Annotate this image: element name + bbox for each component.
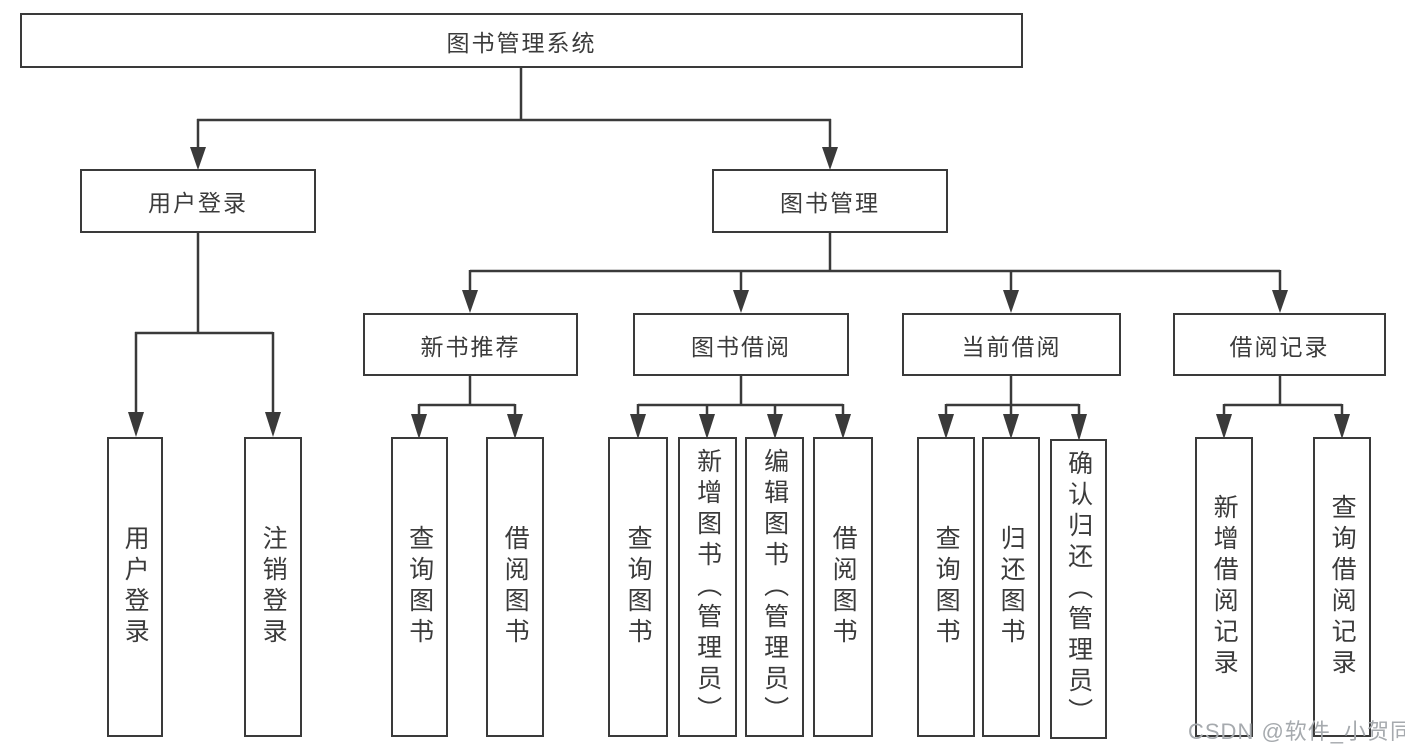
leaf-borrow-books-recommend: 借阅图书 (486, 437, 544, 737)
watermark: CSDN @软件_小贺同学 (1188, 719, 1405, 744)
node-borrowing-records: 借阅记录 (1173, 313, 1386, 376)
leaf-edit-book-admin: 编辑图书（管理员） (745, 437, 804, 737)
leaf-add-book-admin: 新增图书（管理员） (678, 437, 737, 737)
arrowhead (507, 414, 523, 439)
leaf-add-borrowing-record: 新增借阅记录 (1195, 437, 1253, 737)
connector-root-to-level2 (190, 67, 838, 170)
node-label: 新增图书（管理员） (693, 447, 722, 727)
node-label: 确认归还（管理员） (1064, 449, 1093, 729)
leaf-query-books-borrowing: 查询图书 (608, 437, 668, 737)
connector-new-book-to-leaves (411, 376, 523, 439)
arrowhead (128, 412, 144, 437)
leaf-query-borrowing-record: 查询借阅记录 (1313, 437, 1371, 737)
node-label: 查询图书 (405, 525, 434, 649)
arrowhead (411, 414, 427, 439)
node-label: 图书借阅 (691, 333, 791, 360)
arrowhead (822, 147, 838, 170)
arrowhead (265, 412, 281, 437)
arrowhead (1216, 414, 1232, 439)
node-label: 用户登录 (121, 525, 150, 649)
node-label: 新书推荐 (420, 333, 521, 360)
node-label: 图书管理 (780, 190, 880, 216)
connector-user-login-to-leaves (128, 233, 281, 437)
node-label: 借阅记录 (1229, 333, 1330, 360)
arrowhead (1272, 290, 1288, 313)
connector-borrowing-records-to-leaves (1216, 376, 1350, 439)
node-label: 查询图书 (624, 525, 653, 649)
leaf-borrow-books-borrowing: 借阅图书 (813, 437, 873, 737)
node-user-login: 用户登录 (80, 169, 316, 233)
node-label: 新增借阅记录 (1210, 494, 1239, 680)
node-label: 当前借阅 (961, 333, 1062, 360)
node-label: 归还图书 (997, 525, 1026, 649)
node-label: 注销登录 (259, 525, 288, 649)
node-label: 借阅图书 (829, 525, 858, 649)
node-label: 编辑图书（管理员） (760, 447, 789, 727)
leaf-confirm-return-admin: 确认归还（管理员） (1050, 439, 1107, 739)
arrowhead (1071, 414, 1087, 441)
node-label: 图书管理系统 (446, 29, 597, 56)
node-label: 查询图书 (932, 525, 961, 649)
arrowhead (699, 414, 715, 439)
arrowhead (938, 414, 954, 439)
leaf-logout: 注销登录 (244, 437, 302, 737)
leaf-return-books: 归还图书 (982, 437, 1040, 737)
connector-book-borrowing-to-leaves (630, 376, 851, 439)
node-label: 借阅图书 (501, 525, 530, 649)
leaf-user-login: 用户登录 (107, 437, 163, 737)
arrowhead (1334, 414, 1350, 439)
arrowhead (835, 414, 851, 439)
arrowhead (1003, 414, 1019, 439)
node-root: 图书管理系统 (20, 13, 1023, 68)
arrowhead (630, 414, 646, 439)
arrowhead (1003, 290, 1019, 313)
node-new-book-recommendation: 新书推荐 (363, 313, 578, 376)
arrowhead (190, 147, 206, 170)
connector-current-borrowing-to-leaves (938, 376, 1087, 441)
node-book-management: 图书管理 (712, 169, 948, 233)
node-book-borrowing: 图书借阅 (633, 313, 849, 376)
arrowhead (767, 414, 783, 439)
node-label: 查询借阅记录 (1328, 494, 1357, 680)
connector-book-management-to-level3 (462, 233, 1288, 313)
leaf-query-books-current: 查询图书 (917, 437, 975, 737)
arrowhead (733, 290, 749, 313)
arrowhead (462, 290, 478, 313)
node-current-borrowing: 当前借阅 (902, 313, 1121, 376)
node-label: 用户登录 (148, 190, 248, 216)
leaf-query-books-recommend: 查询图书 (391, 437, 448, 737)
